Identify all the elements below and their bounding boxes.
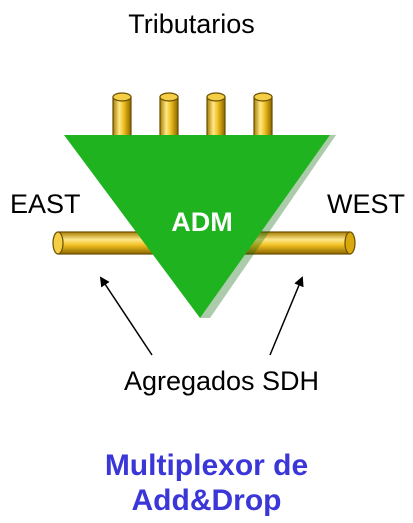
east-label: EAST	[10, 189, 81, 219]
arrow-east	[99, 276, 153, 356]
tributary-pipe-4	[253, 92, 273, 158]
adm-triangle: ADM	[64, 135, 336, 318]
adm-label: ADM	[171, 207, 233, 237]
west-label: WEST	[327, 189, 405, 219]
title-line-2: Add&Drop	[131, 484, 282, 517]
title-line-1: Multiplexor de	[104, 449, 309, 482]
tributaries-label: Tributarios	[128, 9, 255, 39]
aggregates-label: Agregados SDH	[123, 366, 320, 396]
arrow-west	[269, 276, 304, 356]
